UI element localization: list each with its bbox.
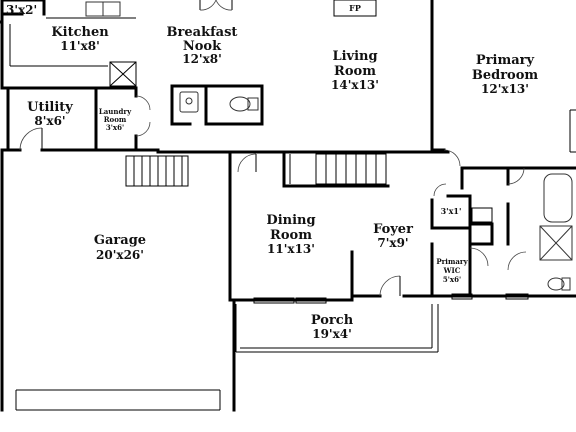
breakfast-nook-name-2: Nook	[183, 39, 222, 54]
utility-dim: 8'x6'	[34, 114, 65, 128]
primary-wic-dim: 5'x6'	[443, 275, 461, 284]
foyer-dim: 7'x9'	[377, 236, 408, 250]
kitchen-dim: 11'x8'	[60, 39, 100, 53]
garage-dim: 20'x26'	[96, 248, 144, 262]
porch-dim: 19'x4'	[312, 327, 352, 341]
foyer-name: Foyer	[373, 222, 413, 237]
primary-wic-name-1: Primary	[436, 257, 468, 266]
living-room-name-1: Living	[332, 49, 377, 64]
laundry-room-dim: 3'x6'	[106, 123, 124, 132]
primary-bedroom-dim: 12'x13'	[481, 82, 529, 96]
breakfast-nook-name-1: Breakfast	[167, 25, 238, 40]
kitchen-name: Kitchen	[51, 25, 109, 40]
closet-topleft-dim: 3'x2'	[6, 3, 37, 17]
utility-name: Utility	[27, 100, 73, 115]
primary-bedroom-name-2: Bedroom	[472, 68, 539, 83]
walls	[0, 0, 576, 412]
closet-3x1-dim: 3'x1'	[441, 206, 462, 216]
breakfast-nook-dim: 12'x8'	[182, 52, 222, 66]
dining-room-name-1: Dining	[266, 213, 315, 228]
dining-room-dim: 11'x13'	[267, 242, 315, 256]
living-room-dim: 14'x13'	[331, 78, 379, 92]
laundry-room-name-2: Room	[104, 115, 127, 124]
dining-room-name-2: Room	[270, 228, 312, 243]
fireplace-label: FP	[349, 3, 361, 13]
porch-name: Porch	[311, 313, 354, 328]
laundry-room-name-1: Laundry	[99, 107, 132, 116]
primary-bedroom-name-1: Primary	[476, 53, 535, 68]
garage-name: Garage	[94, 233, 146, 248]
primary-wic-name-2: WIC	[443, 266, 461, 275]
living-room-name-2: Room	[334, 64, 376, 79]
